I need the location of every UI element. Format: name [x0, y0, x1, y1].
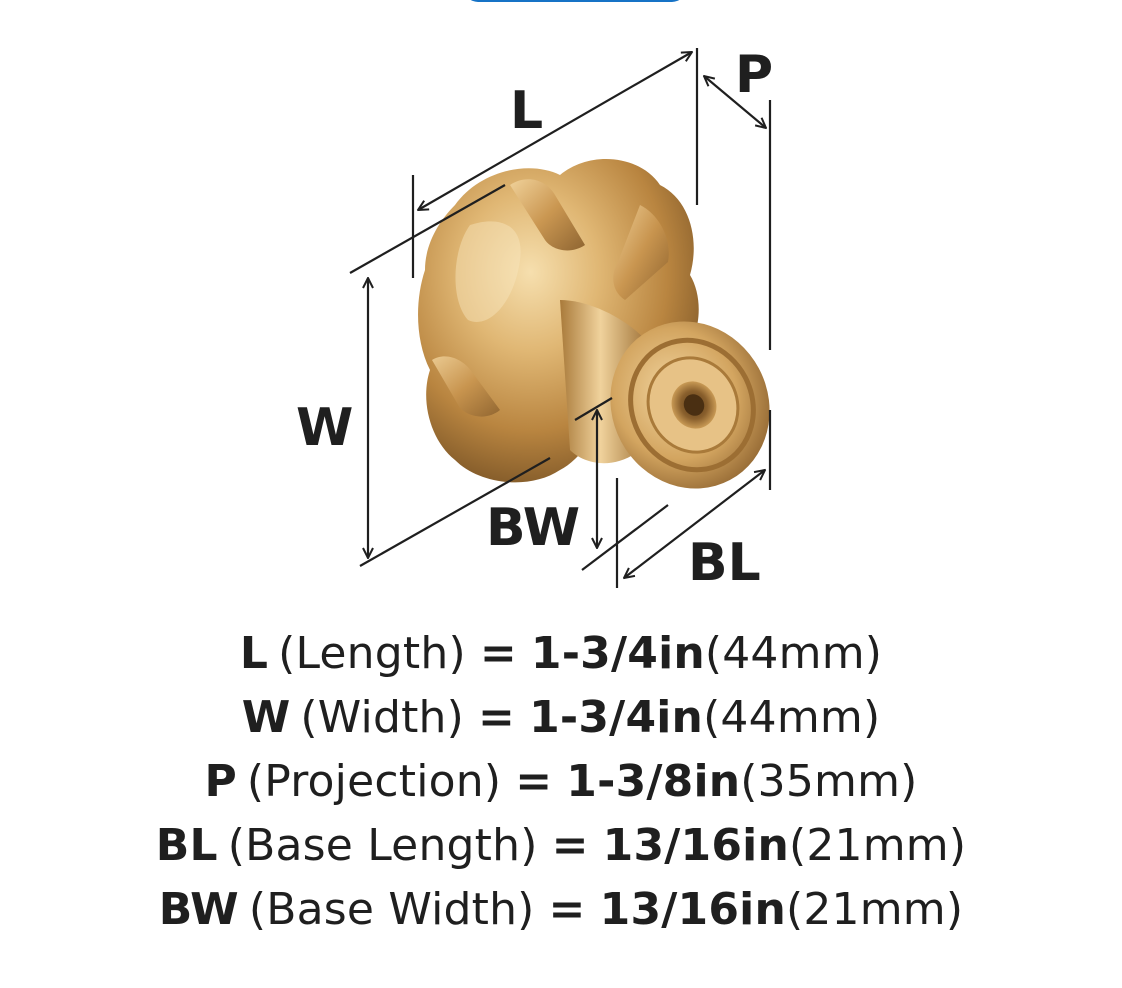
- spec-name: (Projection): [246, 756, 502, 807]
- spec-name: (Base Width): [248, 884, 535, 935]
- knob-highlight: [455, 221, 521, 322]
- spec-metric: (21mm): [785, 884, 964, 935]
- spec-metric: (21mm): [788, 820, 967, 871]
- spec-equals: =: [515, 756, 553, 807]
- knob-dimension-diagram: L P W BW BL: [296, 45, 773, 593]
- dimension-lines: [349, 48, 772, 588]
- label-bw: BW: [486, 498, 580, 558]
- spec-code: BL: [155, 820, 218, 871]
- l-dimension-line: [418, 52, 692, 210]
- top-action-button[interactable]: [464, 0, 686, 2]
- knob-petal-right: [613, 205, 669, 300]
- label-w: W: [296, 398, 353, 458]
- spec-row-base-width: BW (Base Width) = 13/16in (21mm): [0, 878, 1122, 942]
- l-guide: [349, 184, 506, 274]
- spec-metric: (35mm): [740, 756, 918, 807]
- bl-dimension-line: [624, 470, 765, 578]
- spec-name: (Width): [300, 692, 464, 743]
- label-p: P: [735, 45, 773, 105]
- label-l: L: [510, 81, 543, 141]
- spec-imperial: 1-3/4in: [529, 692, 704, 743]
- spec-imperial: 1-3/8in: [566, 756, 741, 807]
- spec-metric: (44mm): [703, 692, 881, 743]
- spec-row-width: W (Width) = 1-3/4in (44mm): [0, 686, 1122, 750]
- spec-equals: =: [478, 692, 516, 743]
- spec-equals: =: [479, 628, 517, 679]
- spec-metric: (44mm): [704, 628, 883, 679]
- spec-imperial: 13/16in: [599, 884, 786, 935]
- knob-screw-hole-center: [683, 394, 705, 416]
- spec-imperial: 13/16in: [602, 820, 789, 871]
- dimension-specs: L (Length) = 1-3/4in (44mm) W (Width) = …: [0, 622, 1122, 942]
- knob-base-ring: [628, 337, 756, 473]
- bw-guide-bottom: [581, 504, 669, 571]
- label-bl: BL: [688, 533, 761, 593]
- spec-name: (Length): [278, 628, 466, 679]
- spec-code: L: [239, 628, 269, 679]
- spec-row-projection: P (Projection) = 1-3/8in (35mm): [0, 750, 1122, 814]
- spec-row-base-length: BL (Base Length) = 13/16in (21mm): [0, 814, 1122, 878]
- p-dimension-line: [704, 76, 766, 128]
- w-guide-bottom: [359, 457, 551, 567]
- spec-imperial: 1-3/4in: [530, 628, 705, 679]
- spec-code: W: [241, 692, 291, 743]
- spec-row-length: L (Length) = 1-3/4in (44mm): [0, 622, 1122, 686]
- spec-code: P: [204, 756, 237, 807]
- knob-illustration: [418, 158, 770, 489]
- knob-petal-left: [432, 356, 500, 417]
- spec-equals: =: [548, 884, 586, 935]
- spec-equals: =: [551, 820, 589, 871]
- spec-name: (Base Length): [227, 820, 538, 871]
- spec-code: BW: [158, 884, 239, 935]
